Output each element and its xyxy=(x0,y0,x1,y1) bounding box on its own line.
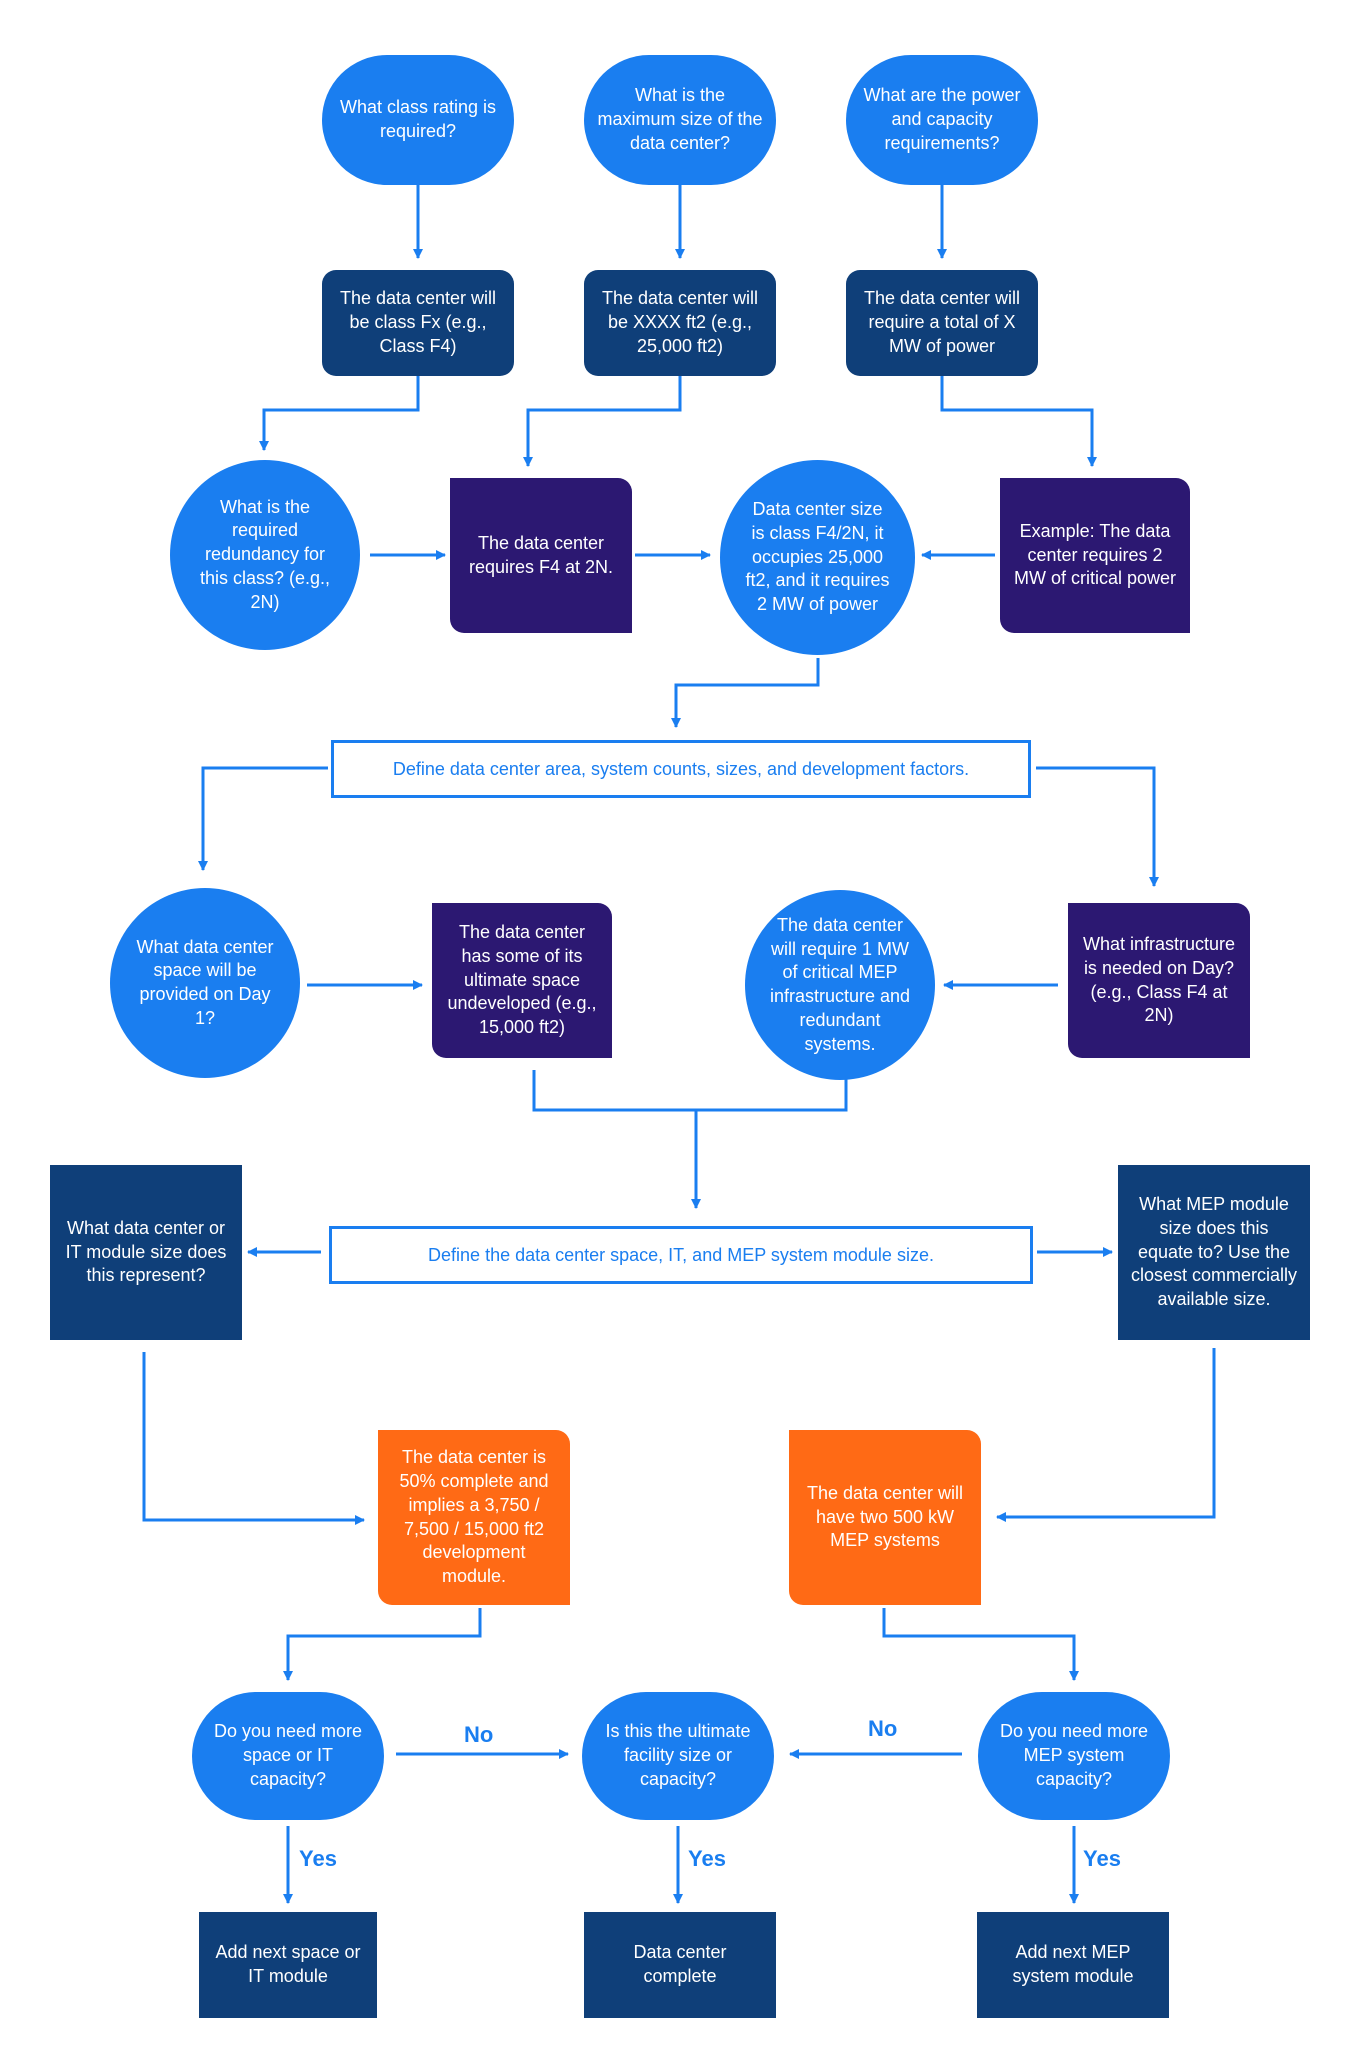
node-a-two-500kw: The data center will have two 500 kW MEP… xyxy=(789,1430,981,1605)
node-a-mep-1mw-text: The data center will require 1 MW of cri… xyxy=(769,914,911,1054)
node-q-class-rating-text: What class rating is required? xyxy=(339,97,497,141)
arrow-50pct-to-more-space xyxy=(283,1608,482,1681)
edge-label-no-left: No xyxy=(464,1722,494,1747)
node-a-class: The data center will be class Fx (e.g., … xyxy=(322,270,514,376)
arrow-mep-module-to-500kw xyxy=(996,1348,1216,1522)
node-a-power: The data center will require a total of … xyxy=(846,270,1038,376)
band-define-area: Define data center area, system counts, … xyxy=(331,740,1031,798)
node-q-power: What are the power and capacity requirem… xyxy=(846,55,1038,185)
node-a-50pct-text: The data center is 50% complete and impl… xyxy=(399,1447,549,1586)
band-define-modules: Define the data center space, IT, and ME… xyxy=(329,1226,1033,1284)
arrow-500kw-to-more-mep xyxy=(882,1608,1079,1681)
edge-label-yes-right: Yes xyxy=(1083,1846,1121,1871)
node-q-ultimate: Is this the ultimate facility size or ca… xyxy=(582,1692,774,1820)
node-r-add-mep: Add next MEP system module xyxy=(977,1912,1169,2018)
node-a-50pct: The data center is 50% complete and impl… xyxy=(378,1430,570,1605)
arrow-it-module-to-50pct xyxy=(142,1352,365,1525)
node-q-it-module: What data center or IT module size does … xyxy=(50,1165,242,1340)
node-r-add-space-text: Add next space or IT module xyxy=(215,1942,361,1986)
node-q-more-mep: Do you need more MEP system capacity? xyxy=(978,1692,1170,1820)
arrow-power-answer-to-example xyxy=(940,376,1097,467)
edge-label-no-right: No xyxy=(868,1716,898,1741)
node-summary-text: Data center size is class F4/2N, it occu… xyxy=(745,499,890,615)
node-q-infra-day-text: What infrastructure is needed on Day? (e… xyxy=(1082,934,1236,1026)
arrow-merge-to-band2 xyxy=(532,1070,848,1208)
node-q-more-space: Do you need more space or IT capacity? xyxy=(192,1692,384,1820)
node-q-more-mep-text: Do you need more MEP system capacity? xyxy=(999,1721,1149,1789)
node-a-two-500kw-text: The data center will have two 500 kW MEP… xyxy=(806,1482,964,1551)
band-define-area-text: Define data center area, system counts, … xyxy=(392,758,970,779)
node-example-power-text: Example: The data center requires 2 MW o… xyxy=(1013,520,1177,589)
node-r-add-mep-text: Add next MEP system module xyxy=(1012,1942,1134,1986)
band-define-modules-text: Define the data center space, IT, and ME… xyxy=(428,1244,934,1265)
node-q-ultimate-text: Is this the ultimate facility size or ca… xyxy=(605,1721,751,1789)
node-q-max-size-text: What is the maximum size of the data cen… xyxy=(597,85,763,153)
node-a-undeveloped-text: The data center has some of its ultimate… xyxy=(447,922,597,1038)
node-a-mep-1mw: The data center will require 1 MW of cri… xyxy=(745,890,935,1080)
node-a-power-text: The data center will require a total of … xyxy=(863,288,1021,356)
node-a-class-text: The data center will be class Fx (e.g., … xyxy=(339,288,497,356)
arrow-band1-to-day1 xyxy=(198,766,328,871)
node-summary: Data center size is class F4/2N, it occu… xyxy=(720,460,915,655)
node-q-mep-module: What MEP module size does this equate to… xyxy=(1118,1165,1310,1340)
node-q-mep-module-text: What MEP module size does this equate to… xyxy=(1130,1194,1298,1310)
node-q-redundancy-text: What is the required redundancy for this… xyxy=(199,496,331,612)
edge-label-yes-mid: Yes xyxy=(688,1846,726,1871)
edge-label-yes-left: Yes xyxy=(299,1846,337,1871)
arrow-band1-to-infra xyxy=(1036,766,1159,887)
node-r-add-space: Add next space or IT module xyxy=(199,1912,377,2018)
node-example-power: Example: The data center requires 2 MW o… xyxy=(1000,478,1190,633)
node-q-day1-space: What data center space will be provided … xyxy=(110,888,300,1078)
node-q-more-space-text: Do you need more space or IT capacity? xyxy=(213,1721,363,1789)
node-r-complete-text: Data center complete xyxy=(633,1942,727,1986)
node-a-size: The data center will be XXXX ft2 (e.g., … xyxy=(584,270,776,376)
node-r-complete: Data center complete xyxy=(584,1912,776,2018)
node-q-day1-space-text: What data center space will be provided … xyxy=(136,936,274,1028)
node-q-infra-day: What infrastructure is needed on Day? (e… xyxy=(1068,903,1250,1058)
node-q-redundancy: What is the required redundancy for this… xyxy=(170,460,360,650)
node-a-f4-2n: The data center requires F4 at 2N. xyxy=(450,478,632,633)
arrow-summary-to-band1 xyxy=(671,658,820,728)
arrow-size-answer-to-f4 xyxy=(523,376,682,467)
arrow-class-answer-to-redundancy xyxy=(259,376,420,451)
node-q-power-text: What are the power and capacity requirem… xyxy=(863,85,1021,153)
node-a-undeveloped: The data center has some of its ultimate… xyxy=(432,903,612,1058)
node-q-class-rating: What class rating is required? xyxy=(322,55,514,185)
node-a-size-text: The data center will be XXXX ft2 (e.g., … xyxy=(601,288,759,356)
node-q-max-size: What is the maximum size of the data cen… xyxy=(584,55,776,185)
node-q-it-module-text: What data center or IT module size does … xyxy=(65,1217,227,1286)
node-a-f4-2n-text: The data center requires F4 at 2N. xyxy=(468,532,614,577)
